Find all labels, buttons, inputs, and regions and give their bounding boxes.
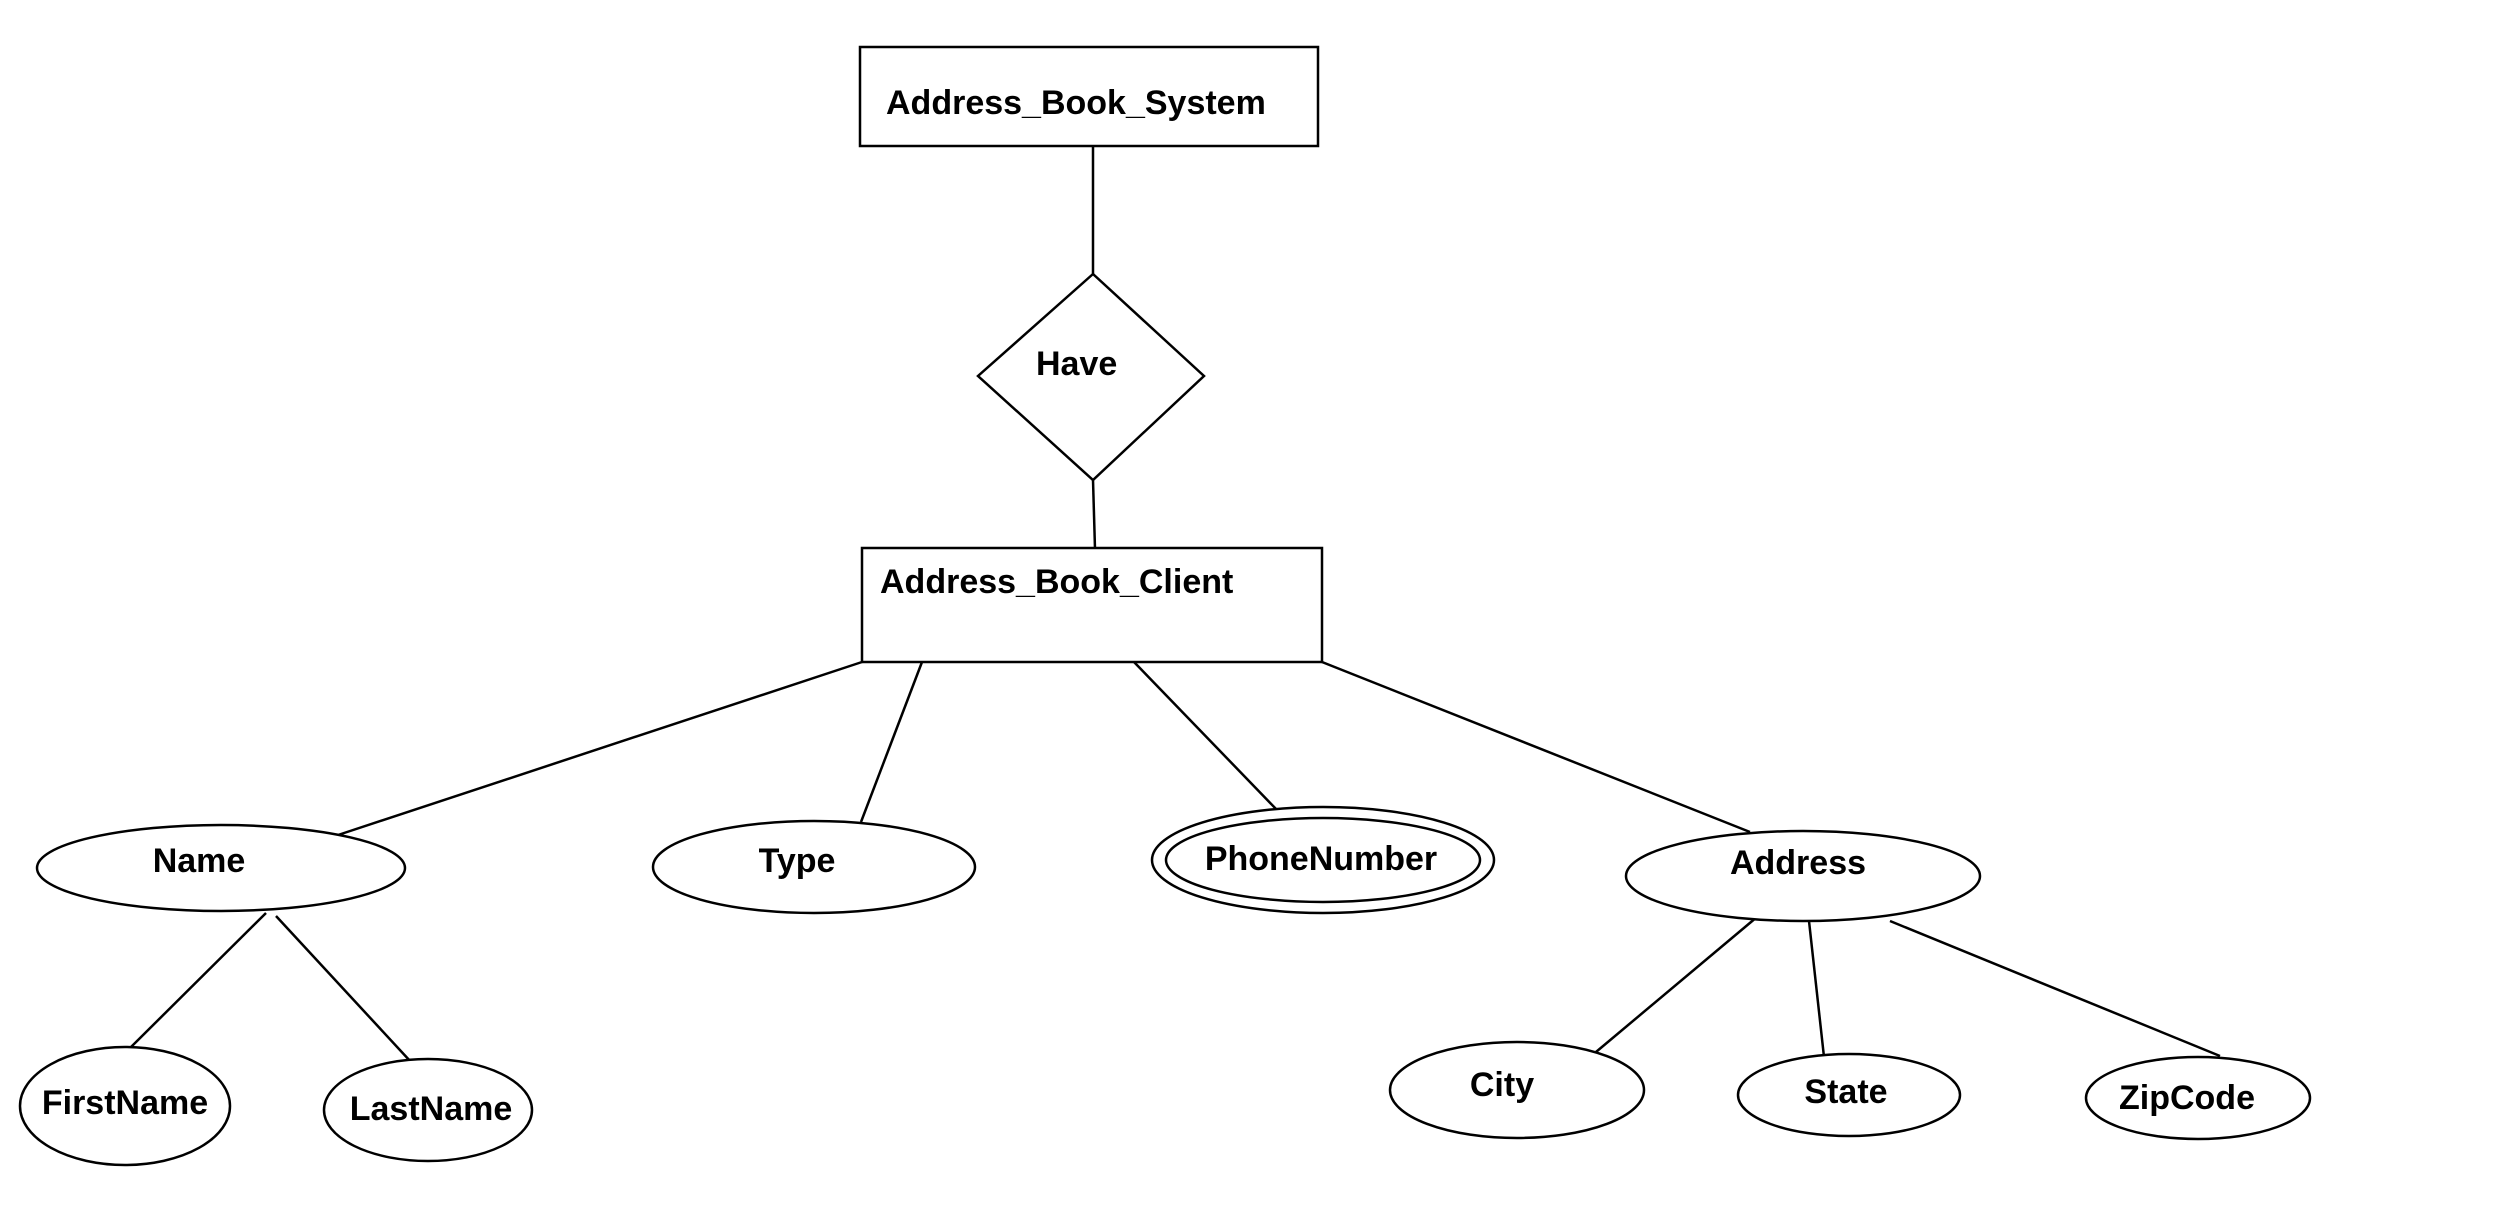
attribute-firstname[interactable]: FirstName	[18, 1045, 232, 1167]
attribute-zipcode[interactable]: ZipCode	[2084, 1055, 2312, 1141]
client-phone-link	[1133, 661, 1278, 811]
client-type-link	[859, 661, 924, 823]
attribute-ellipse-inner	[1164, 816, 1482, 904]
attribute-address[interactable]: Address	[1624, 829, 1982, 923]
attribute-ellipse	[18, 1045, 232, 1167]
relationship-label: Have	[1036, 345, 1117, 383]
relationship-diamond	[976, 272, 1206, 482]
attribute-label: PhoneNumber	[1205, 840, 1437, 878]
attribute-label: City	[1470, 1066, 1534, 1104]
attribute-phonenumber[interactable]: PhoneNumber	[1150, 805, 1496, 915]
attribute-lastname[interactable]: LastName	[322, 1057, 534, 1163]
entity-address-book-client[interactable]: Address_Book_Client	[860, 546, 1324, 664]
attribute-ellipse	[1736, 1052, 1962, 1138]
attribute-ellipse	[2084, 1055, 2312, 1141]
entity-box	[858, 45, 1320, 148]
address-state-link	[1807, 920, 1826, 1058]
address-city-link	[1589, 916, 1758, 1058]
name-lastname-link	[275, 915, 412, 1063]
attribute-city[interactable]: City	[1388, 1040, 1646, 1140]
attribute-label: State	[1804, 1073, 1887, 1111]
attribute-label: Name	[153, 842, 246, 880]
entity-label: Address_Book_Client	[880, 563, 1233, 601]
attribute-type[interactable]: Type	[651, 819, 977, 915]
address-zipcode-link	[1889, 919, 2221, 1058]
entity-label: Address_Book_System	[886, 84, 1266, 122]
attribute-ellipse	[1624, 829, 1982, 923]
entity-box	[860, 546, 1324, 664]
attribute-ellipse	[1388, 1040, 1646, 1140]
attribute-ellipse	[651, 819, 977, 915]
client-address-link	[1321, 660, 1751, 834]
entity-address-book-system[interactable]: Address_Book_System	[858, 45, 1320, 148]
attribute-ellipse	[322, 1057, 534, 1163]
attribute-ellipse	[35, 823, 407, 913]
have-client-link	[1091, 479, 1097, 550]
attribute-label: Type	[759, 842, 836, 880]
client-name-link	[334, 660, 863, 838]
connectors	[129, 147, 2221, 1063]
attribute-state[interactable]: State	[1736, 1052, 1962, 1138]
attribute-label: ZipCode	[2119, 1079, 2255, 1117]
attribute-label: Address	[1730, 844, 1866, 882]
name-firstname-link	[129, 912, 267, 1049]
attribute-name[interactable]: Name	[35, 823, 407, 913]
relationship-have[interactable]: Have	[976, 272, 1206, 482]
attribute-label: LastName	[350, 1090, 513, 1128]
attribute-label: FirstName	[42, 1084, 208, 1122]
